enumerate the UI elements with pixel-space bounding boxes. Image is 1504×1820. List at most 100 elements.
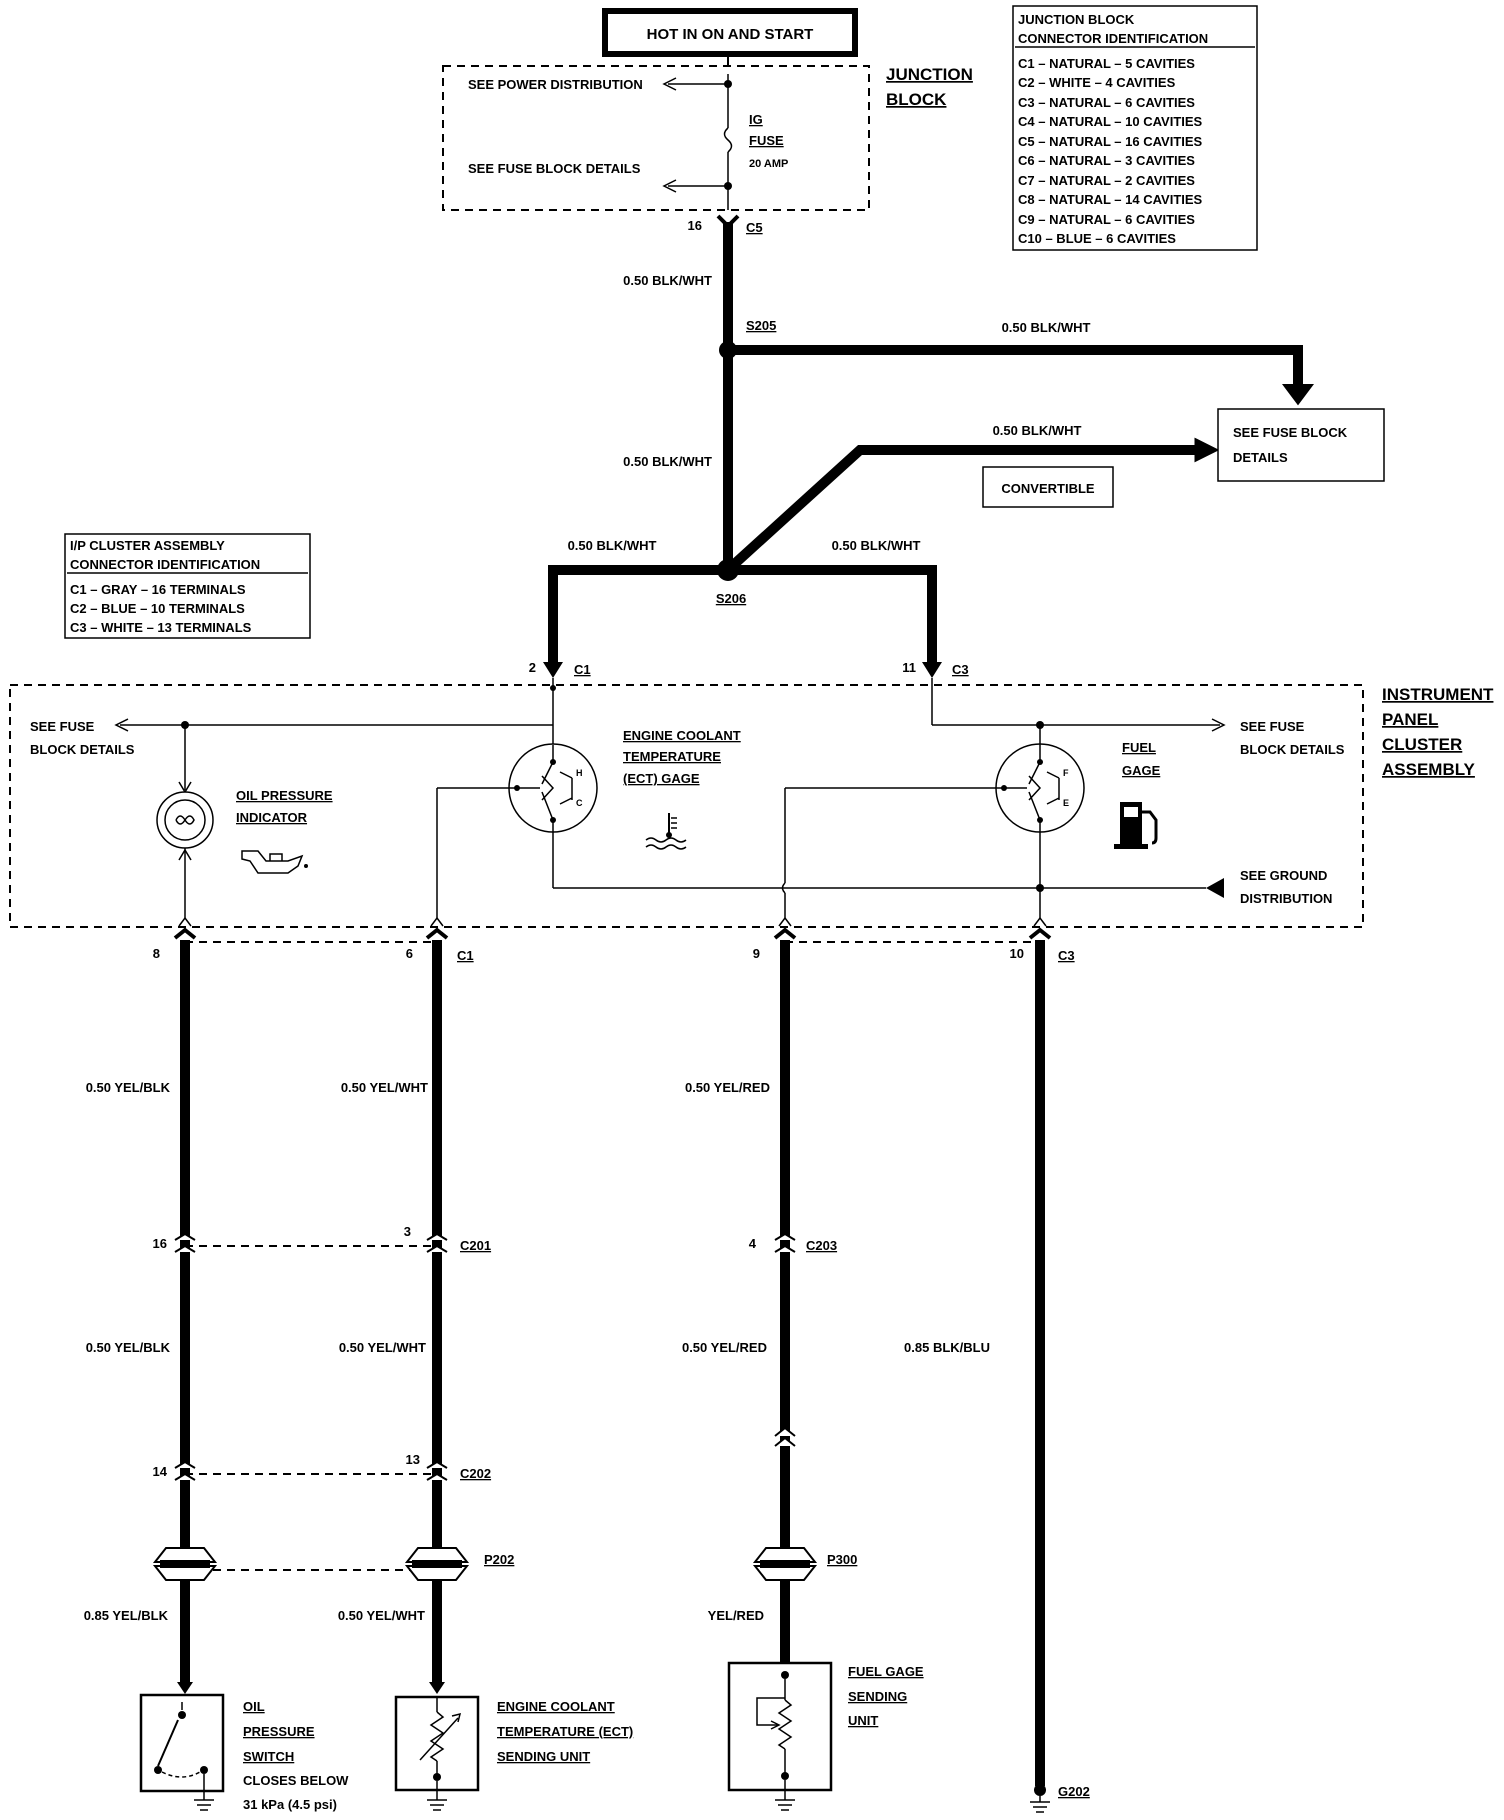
ect-sending-unit: ENGINE COOLANT TEMPERATURE (ECT) SENDING… (394, 1695, 633, 1811)
junction-id-row: C7 – NATURAL – 2 CAVITIES (1018, 173, 1195, 188)
see-fuse-block-details-label: SEE FUSE BLOCK DETAILS (468, 161, 641, 176)
power-header: HOT IN ON AND START (602, 8, 858, 57)
junction-id-row: C8 – NATURAL – 14 CAVITIES (1018, 192, 1203, 207)
ect-gage-hot-mark: H (576, 768, 583, 778)
junction-id-row: C5 – NATURAL – 16 CAVITIES (1018, 134, 1203, 149)
c202-pin-ect: 13 (406, 1452, 420, 1467)
grommet-icon (752, 1547, 818, 1581)
cluster-in-conn-right: C3 (952, 662, 969, 677)
wire-label: 0.50 YEL/RED (685, 1080, 770, 1095)
ground-g202-label: G202 (1058, 1784, 1090, 1799)
ect-sender-label-2: TEMPERATURE (ECT) (497, 1724, 633, 1739)
wire-label: 0.85 YEL/BLK (84, 1608, 169, 1623)
junction-id-row: C10 – BLUE – 6 CAVITIES (1018, 231, 1176, 246)
see-ground-1: SEE GROUND (1240, 868, 1327, 883)
grommet-p202: P202 (484, 1552, 514, 1567)
cluster-id-row: C1 – GRAY – 16 TERMINALS (70, 582, 246, 597)
pin-oil: 8 (153, 946, 160, 961)
fuel-gage-label-1: FUEL (1122, 740, 1156, 755)
fuel-sender-label-2: SENDING (848, 1689, 907, 1704)
splice-s205: S205 (746, 318, 776, 333)
pin-ect: 6 (406, 946, 413, 961)
cluster-in-conn-left: C1 (574, 662, 591, 677)
wire-label: 0.50 BLK/WHT (568, 538, 657, 553)
see-fuse-box-label-2: DETAILS (1233, 450, 1288, 465)
fuel-gage-sending-unit: FUEL GAGE SENDING UNIT (727, 1661, 924, 1811)
wire-label: 0.50 YEL/RED (682, 1340, 767, 1355)
oil-switch-label-5: 31 kPa (4.5 psi) (243, 1797, 337, 1812)
grommet-icon (404, 1547, 470, 1581)
ig-fuse-name-2: FUSE (749, 133, 784, 148)
ect-sender-label-1: ENGINE COOLANT (497, 1699, 615, 1714)
fuel-pump-icon (1114, 802, 1158, 849)
oil-switch-label-1: OIL (243, 1699, 265, 1714)
junction-block-title-2: BLOCK (886, 90, 947, 109)
oil-switch-label-2: PRESSURE (243, 1724, 315, 1739)
see-fuse-right-2: BLOCK DETAILS (1240, 742, 1345, 757)
see-fuse-box-label-1: SEE FUSE BLOCK (1233, 425, 1348, 440)
see-fuse-left-2: BLOCK DETAILS (30, 742, 135, 757)
grommet-icon (152, 1547, 218, 1581)
coolant-temperature-icon (645, 813, 687, 850)
cluster-id-title-1: I/P CLUSTER ASSEMBLY (70, 538, 225, 553)
junction-id-row: C6 – NATURAL – 3 CAVITIES (1018, 153, 1195, 168)
see-fuse-block-details-box[interactable]: SEE FUSE BLOCK DETAILS (1217, 408, 1385, 482)
wire-label: 0.50 YEL/WHT (339, 1340, 426, 1355)
c201-pin-oil: 16 (153, 1236, 167, 1251)
wire-label: YEL/RED (708, 1608, 764, 1623)
fuel-gage-full-mark: F (1063, 768, 1069, 778)
cluster-title-4: ASSEMBLY (1382, 760, 1476, 779)
oil-switch-label-4: CLOSES BELOW (243, 1773, 349, 1788)
wire-label: 0.50 BLK/WHT (993, 423, 1082, 438)
cluster-in-pin-right: 11 (902, 660, 916, 675)
fuel-sender-label-1: FUEL GAGE (848, 1664, 924, 1679)
junction-out-pin: 16 (688, 218, 702, 233)
pin-gnd: 10 (1010, 946, 1024, 961)
oil-can-icon (241, 850, 308, 874)
oil-indicator-label-2: INDICATOR (236, 810, 308, 825)
junction-block: SEE POWER DISTRIBUTION SEE FUSE BLOCK DE… (442, 65, 973, 211)
junction-id-title-2: CONNECTOR IDENTIFICATION (1018, 31, 1208, 46)
grommet-p300: P300 (827, 1552, 857, 1567)
oil-pressure-switch: OIL PRESSURE SWITCH CLOSES BELOW 31 kPa … (139, 1693, 349, 1812)
cluster-title-3: CLUSTER (1382, 735, 1462, 754)
fuel-gage-label-2: GAGE (1122, 763, 1161, 778)
cluster-id-row: C2 – BLUE – 10 TERMINALS (70, 601, 245, 616)
feed-wires: 16 C5 0.50 BLK/WHT S205 0.50 BLK/WHT 0.5… (529, 214, 1385, 678)
ect-gage-label-3: (ECT) GAGE (623, 771, 700, 786)
junction-connector-id-table: JUNCTION BLOCK CONNECTOR IDENTIFICATION … (1012, 5, 1258, 251)
cluster-in-pin-left: 2 (529, 660, 536, 675)
see-power-distribution-label: SEE POWER DISTRIBUTION (468, 77, 643, 92)
junction-id-row: C1 – NATURAL – 5 CAVITIES (1018, 56, 1195, 71)
conn-c203: C203 (806, 1238, 837, 1253)
c203-pin: 4 (749, 1236, 757, 1251)
junction-id-row: C4 – NATURAL – 10 CAVITIES (1018, 114, 1203, 129)
conn-c3: C3 (1058, 948, 1075, 963)
ig-fuse-rating: 20 AMP (749, 158, 788, 170)
ect-sender-label-3: SENDING UNIT (497, 1749, 590, 1764)
c201-pin-ect: 3 (404, 1224, 411, 1239)
wire-label: 0.50 YEL/BLK (86, 1340, 171, 1355)
wire-label: 0.50 BLK/WHT (623, 273, 712, 288)
wire-label: 0.50 BLK/WHT (623, 454, 712, 469)
see-fuse-right-1: SEE FUSE (1240, 719, 1305, 734)
junction-id-row: C3 – NATURAL – 6 CAVITIES (1018, 95, 1195, 110)
cluster-title-1: INSTRUMENT (1382, 685, 1494, 704)
conn-c201: C201 (460, 1238, 491, 1253)
wire-label: 0.50 BLK/WHT (832, 538, 921, 553)
cluster-connector-id-table: I/P CLUSTER ASSEMBLY CONNECTOR IDENTIFIC… (64, 533, 311, 639)
junction-id-row: C9 – NATURAL – 6 CAVITIES (1018, 212, 1195, 227)
c202-pin-oil: 14 (153, 1464, 168, 1479)
ect-gage-label-1: ENGINE COOLANT (623, 728, 741, 743)
see-fuse-left-1: SEE FUSE (30, 719, 95, 734)
wire-label: 0.85 BLK/BLU (904, 1340, 990, 1355)
splice-s206: S206 (716, 591, 746, 606)
output-circuits: 8 6 C1 9 10 C3 0.50 YEL/BLK 0.50 YEL/WHT… (84, 927, 1075, 1786)
junction-id-row: C2 – WHITE – 4 CAVITIES (1018, 75, 1176, 90)
fuel-gage-empty-mark: E (1063, 798, 1069, 808)
see-ground-2: DISTRIBUTION (1240, 891, 1332, 906)
ect-gage-label-2: TEMPERATURE (623, 749, 721, 764)
wire-label: 0.50 YEL/WHT (341, 1080, 428, 1095)
power-label: HOT IN ON AND START (647, 26, 814, 43)
